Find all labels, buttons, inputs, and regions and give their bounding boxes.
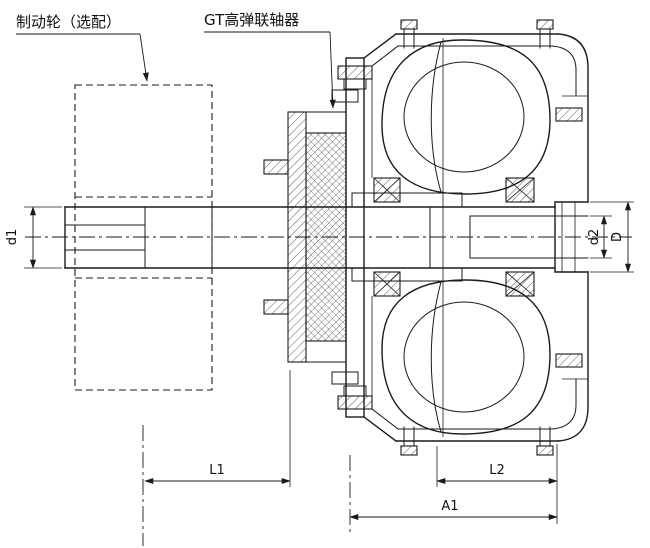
annotation-brake-wheel: 制动轮（选配） [16, 13, 149, 82]
A1-label: A1 [441, 499, 458, 514]
input-shaft [64, 206, 293, 269]
housing-flange [337, 57, 373, 418]
coupling-bolt-upper [263, 159, 289, 175]
dimension-L2: L2 [436, 444, 558, 524]
d2-label: d2 [587, 229, 602, 246]
bearing-upper-left [373, 177, 401, 203]
coupling-bolt-lower [263, 299, 289, 315]
dimension-D: D [590, 201, 634, 273]
D-label: D [610, 232, 625, 242]
output-shaft-hub [291, 192, 589, 282]
bolt-top-right [536, 19, 554, 49]
bearing-upper-right [505, 177, 535, 203]
working-chambers [381, 39, 551, 435]
bolt-cover-upper [555, 107, 583, 122]
annotation-coupling: GT高弹联轴器 [204, 11, 336, 109]
brake-wheel-label: 制动轮（选配） [16, 13, 121, 31]
d1-label: d1 [5, 229, 20, 246]
dimension-d1: d1 [5, 206, 62, 269]
bolt-bottom-right [536, 426, 554, 456]
dimension-A1: A1 [349, 499, 558, 521]
L2-label: L2 [489, 463, 505, 478]
coupling-label: GT高弹联轴器 [204, 11, 299, 29]
bearings [373, 177, 535, 297]
L1-label: L1 [209, 463, 225, 478]
bearing-lower-left [373, 271, 401, 297]
brake-wheel [74, 84, 213, 391]
bolt-bottom-left [400, 426, 418, 456]
dimension-L1: L1 [144, 370, 291, 487]
bearing-lower-right [505, 271, 535, 297]
dimension-d2: d2 [587, 215, 612, 259]
bolt-top-left [400, 19, 418, 49]
bolt-cover-lower [555, 353, 583, 368]
coupling-housing [363, 33, 589, 442]
bolts [400, 19, 583, 456]
